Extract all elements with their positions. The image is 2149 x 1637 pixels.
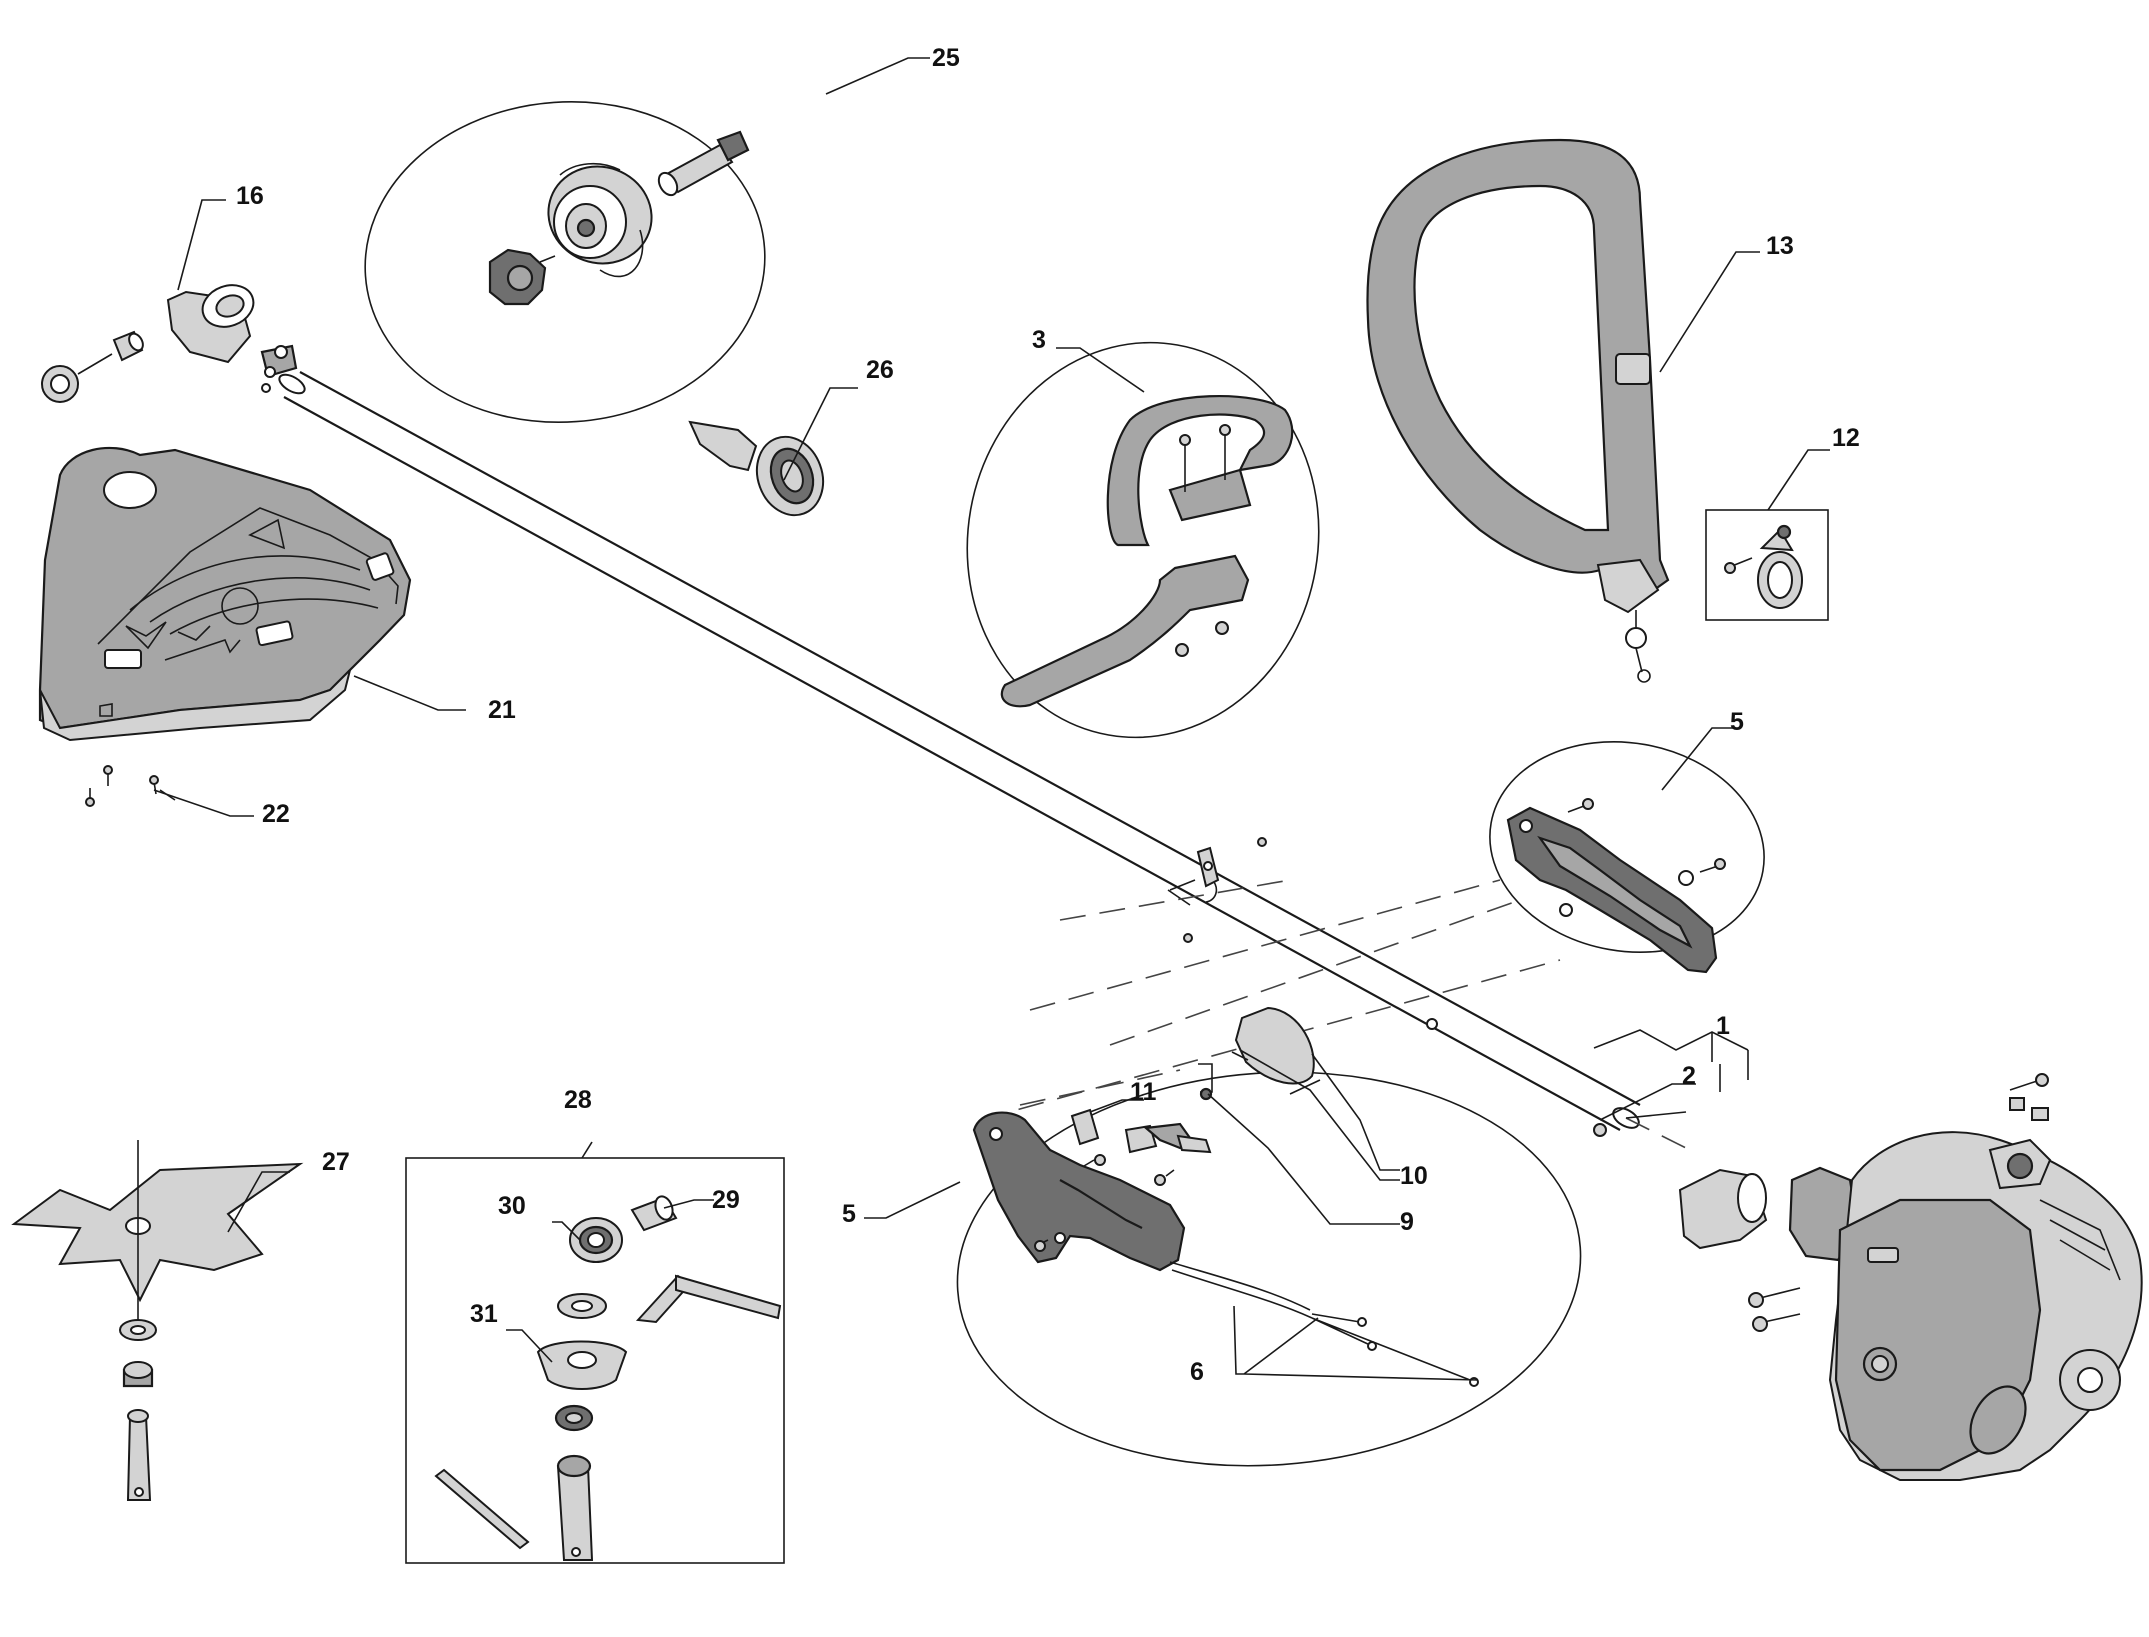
guard-icon (38, 446, 412, 742)
engine-icon (1678, 1073, 2143, 1481)
callout-11: 11 (1130, 1078, 1157, 1106)
callout-13: 13 (1766, 232, 1794, 260)
callout-31: 31 (470, 1300, 498, 1328)
strap-clamp (1705, 509, 1829, 621)
callout-28: 28 (564, 1086, 592, 1114)
callout-2: 2 (1682, 1062, 1696, 1090)
callout-21: 21 (488, 696, 516, 724)
callout-22: 22 (262, 800, 290, 828)
front-handle-assembly (956, 1006, 1582, 1467)
callout-6: 6 (1190, 1358, 1204, 1386)
shaft-clamp (1167, 837, 1267, 943)
callout-9: 9 (1400, 1208, 1414, 1236)
callout-1: 1 (1716, 1012, 1730, 1040)
tool-kit-icon (405, 1157, 785, 1564)
callout-5-rear: 5 (1730, 708, 1744, 736)
leader-lines (153, 57, 1830, 1381)
callout-10: 10 (1400, 1162, 1428, 1190)
callout-27: 27 (322, 1148, 350, 1176)
throttle-part (688, 420, 825, 517)
strap-icon (1366, 138, 1670, 683)
rear-handle-half (1489, 741, 1765, 974)
callout-3: 3 (1032, 326, 1046, 354)
callout-16: 16 (236, 182, 264, 210)
callout-labels: 25 16 26 3 13 12 21 22 5 5 1 2 11 10 9 6… (236, 44, 1860, 1386)
callout-30: 30 (498, 1192, 526, 1220)
callout-26: 26 (866, 356, 894, 384)
blade-icon (11, 1140, 304, 1501)
callout-25: 25 (932, 44, 960, 72)
trimmer-head-icon (364, 100, 766, 424)
callout-12: 12 (1832, 424, 1860, 452)
handle-icon (966, 341, 1320, 739)
guard-screws (85, 765, 176, 807)
callout-5-front: 5 (842, 1200, 856, 1228)
tube-section (1593, 1029, 1749, 1137)
gear-head (41, 284, 298, 403)
callout-29: 29 (712, 1186, 740, 1214)
